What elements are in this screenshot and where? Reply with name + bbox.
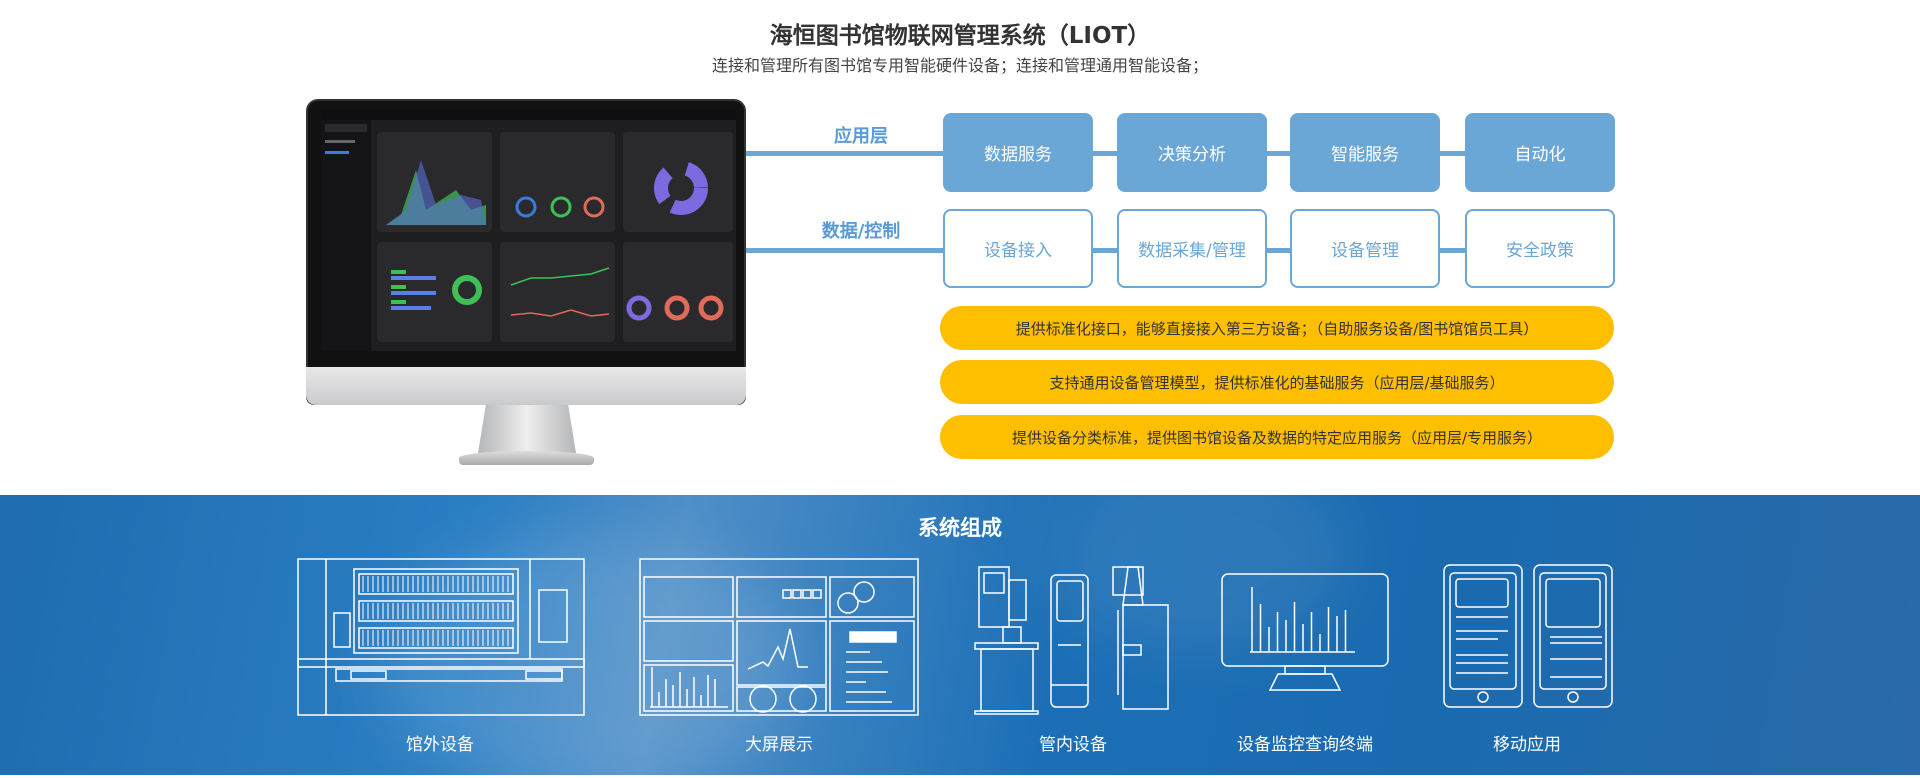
data-box-device-access[interactable]: 设备接入 — [943, 209, 1093, 288]
composition-label-mobile: 移动应用 — [1493, 735, 1561, 755]
app-layer-label: 应用层 — [834, 126, 888, 147]
app-box-smart-service[interactable]: 智能服务 — [1290, 113, 1440, 192]
monitor-base — [459, 451, 594, 465]
system-composition-section — [0, 495, 1920, 775]
dashboard-panels — [377, 132, 733, 342]
composition-label-big-screen: 大屏展示 — [745, 735, 813, 755]
monitor-chin — [306, 367, 746, 405]
app-box-automation[interactable]: 自动化 — [1465, 113, 1615, 192]
monitoring-terminal-icon — [1221, 573, 1389, 691]
app-box-decision-analysis[interactable]: 决策分析 — [1117, 113, 1267, 192]
feature-pill: 提供设备分类标准，提供图书馆设备及数据的特定应用服务（应用层/专用服务） — [940, 415, 1614, 459]
page-title: 海恒图书馆物联网管理系统（LIOT） — [769, 23, 1151, 49]
big-screen-display-icon — [639, 558, 919, 716]
in-library-device-icon — [974, 566, 1169, 715]
mobile-app-icon — [1443, 564, 1613, 708]
dashboard-sidebar — [321, 120, 371, 351]
composition-label-in-library: 管内设备 — [1039, 735, 1107, 755]
data-layer-label: 数据/控制 — [821, 221, 901, 242]
monitor-stand — [478, 405, 576, 453]
app-layer-connector — [746, 151, 943, 156]
data-box-device-management[interactable]: 设备管理 — [1290, 209, 1440, 288]
dashboard-topbar — [321, 110, 736, 120]
feature-pill: 支持通用设备管理模型，提供标准化的基础服务（应用层/基础服务） — [940, 360, 1614, 404]
composition-label-terminal: 设备监控查询终端 — [1237, 735, 1373, 755]
outdoor-device-icon — [297, 558, 585, 716]
app-box-data-service[interactable]: 数据服务 — [943, 113, 1093, 192]
page-subtitle: 连接和管理所有图书馆专用智能硬件设备；连接和管理通用智能设备； — [711, 56, 1208, 75]
data-box-data-collection[interactable]: 数据采集/管理 — [1117, 209, 1267, 288]
section-title: 系统组成 — [918, 516, 1002, 540]
composition-label-outdoor: 馆外设备 — [406, 735, 474, 755]
data-layer-connector — [746, 248, 943, 253]
data-box-security-policy[interactable]: 安全政策 — [1465, 209, 1615, 288]
feature-pill: 提供标准化接口，能够直接接入第三方设备；（自助服务设备/图书馆馆员工具） — [940, 306, 1614, 350]
